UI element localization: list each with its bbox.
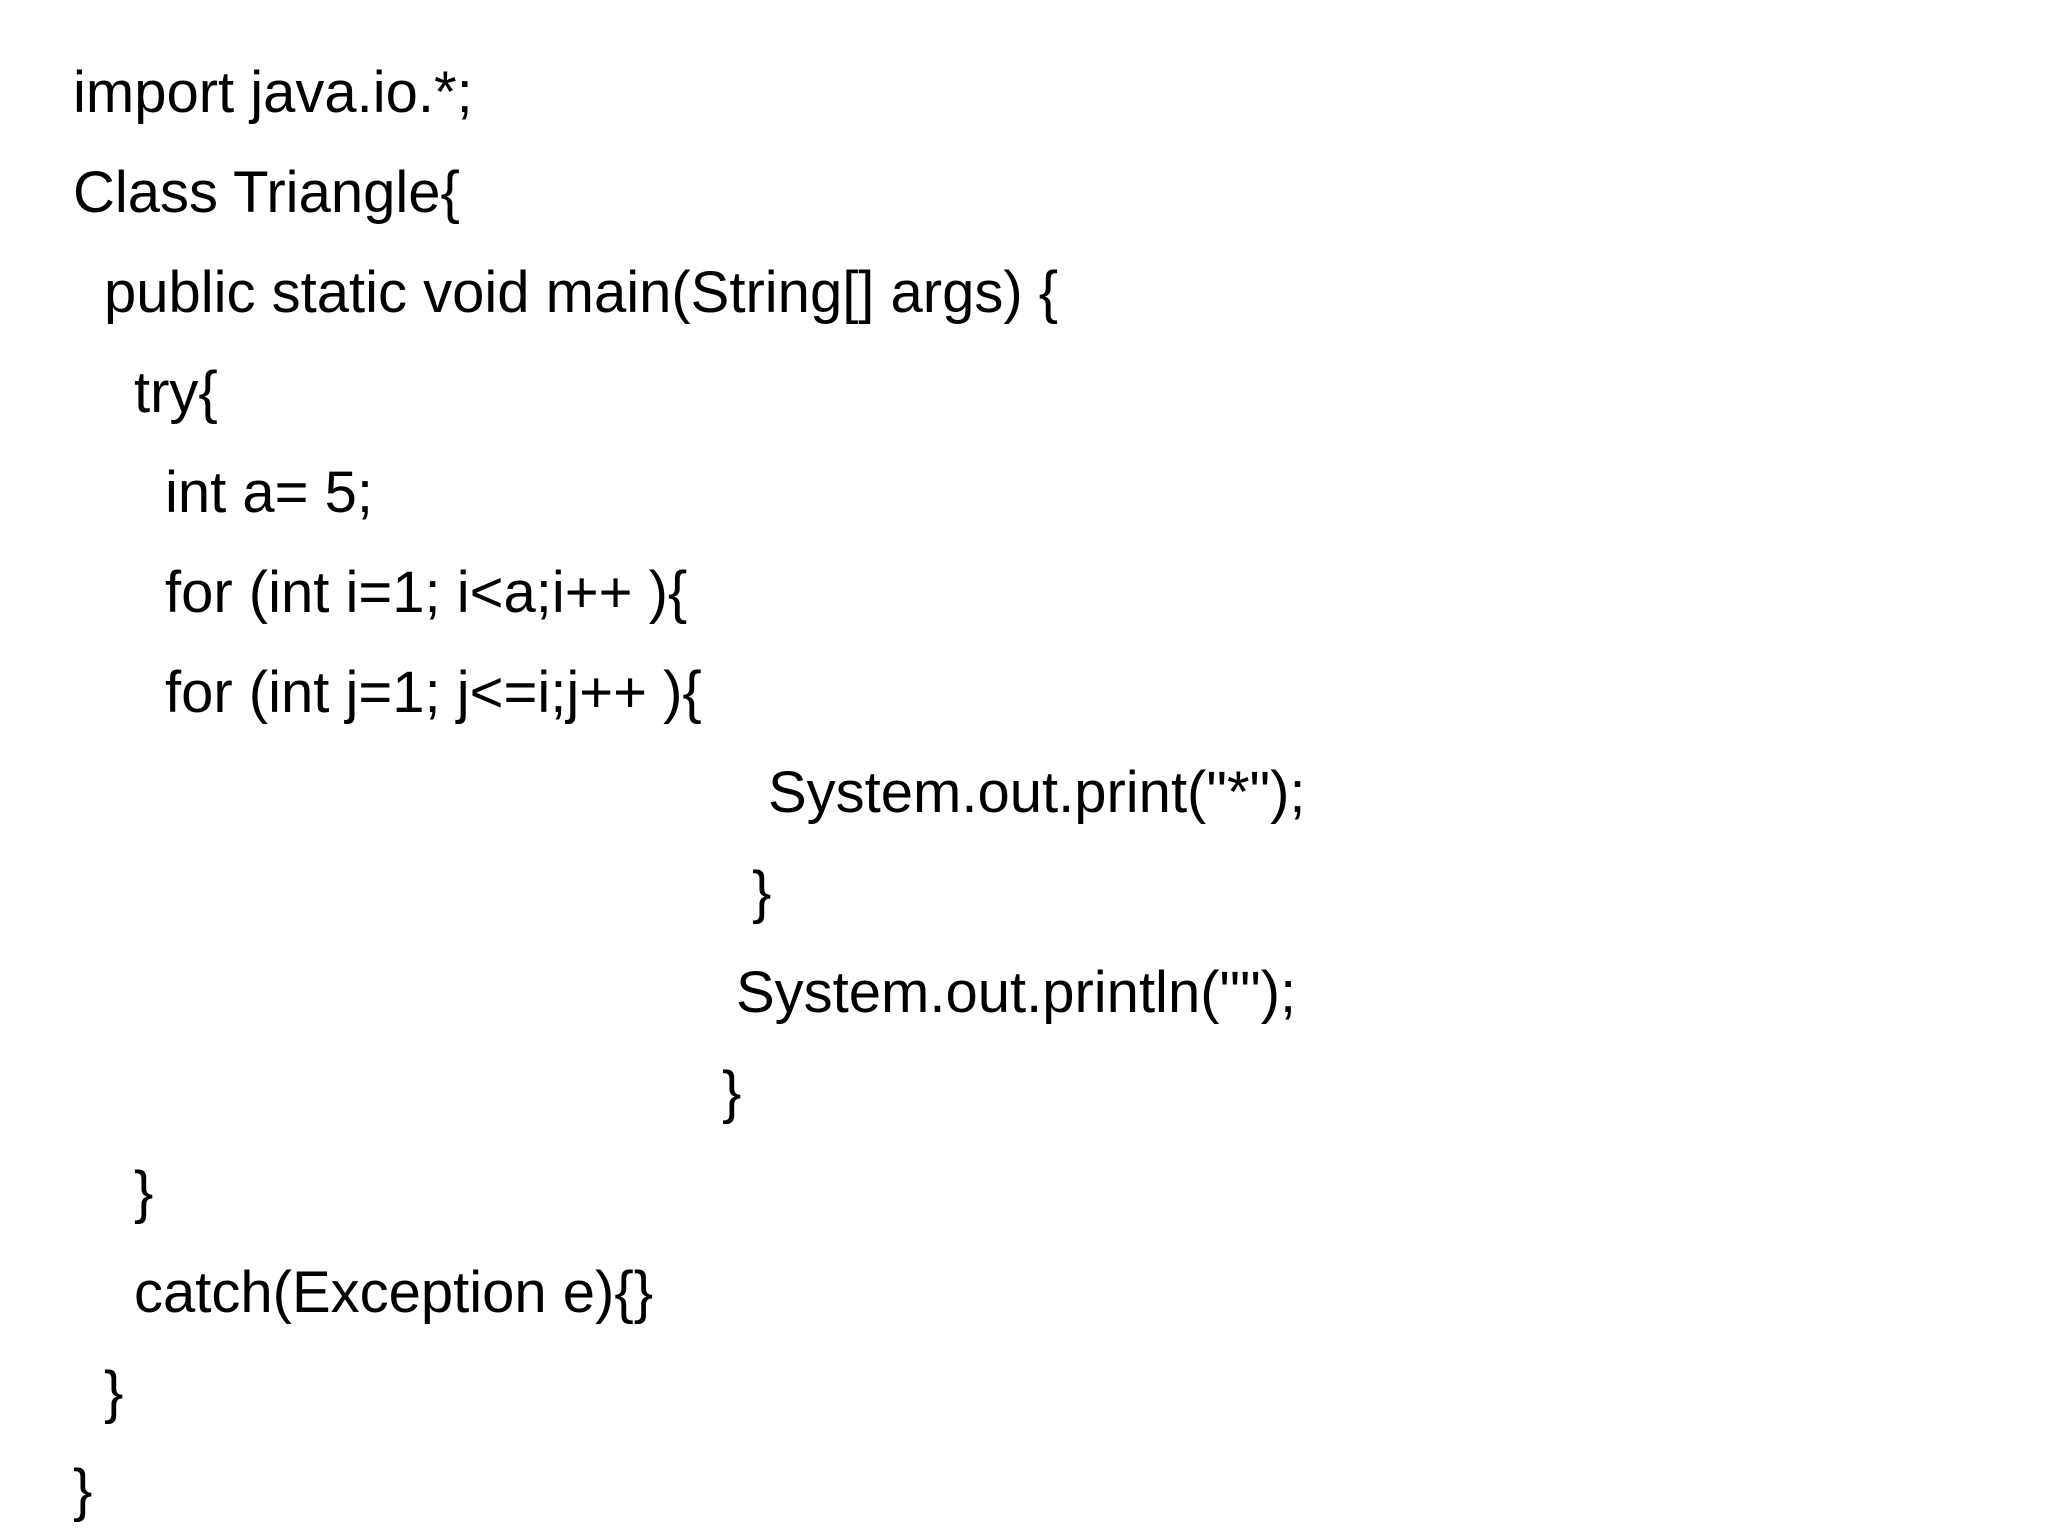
code-line-close-try: }	[134, 1160, 154, 1225]
code-line-import: import java.io.*;	[73, 60, 473, 125]
code-line-catch: catch(Exception e){}	[134, 1260, 654, 1325]
code-line-class: Class Triangle{	[73, 160, 460, 225]
code-line-main: public static void main(String[] args) {	[104, 260, 1059, 325]
code-line-for-j: for (int j=1; j<=i;j++ ){	[165, 660, 702, 725]
code-line-close-outer: }	[722, 1060, 742, 1125]
code-line-print: System.out.print("*");	[768, 760, 1306, 825]
code-line-close-class: }	[73, 1458, 93, 1523]
code-line-close-main: }	[104, 1360, 124, 1425]
code-line-try: try{	[134, 360, 218, 425]
code-line-println: System.out.println("");	[736, 960, 1297, 1025]
code-line-close-inner: }	[752, 860, 772, 925]
code-line-int-a: int a= 5;	[165, 460, 373, 525]
code-line-for-i: for (int i=1; i<a;i++ ){	[165, 560, 688, 625]
